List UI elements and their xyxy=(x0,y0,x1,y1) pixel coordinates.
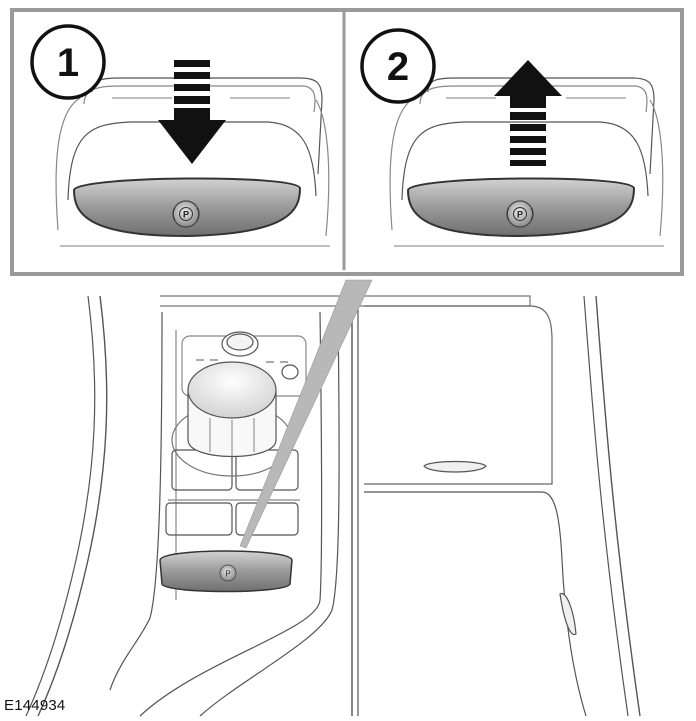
step-badge-2: 2 xyxy=(360,28,436,104)
arrow-down-icon xyxy=(158,60,226,164)
park-brake-icon: P xyxy=(172,200,200,228)
panel-2: P 2 xyxy=(360,28,664,247)
console-switch-label: P xyxy=(225,570,230,579)
leader-line xyxy=(239,279,373,549)
svg-text:P: P xyxy=(517,210,523,220)
figure-reference-code: E144934 xyxy=(4,697,66,714)
svg-text:P: P xyxy=(183,210,189,220)
console-park-brake-icon: P xyxy=(219,564,237,582)
panel-1: P 1 xyxy=(30,24,330,247)
park-brake-icon: P xyxy=(506,200,534,228)
step-number-1: 1 xyxy=(57,41,79,85)
arrow-up-icon xyxy=(494,60,562,166)
step-number-2: 2 xyxy=(387,45,409,89)
detail-panels xyxy=(10,8,684,276)
step-badge-1: 1 xyxy=(30,24,106,100)
